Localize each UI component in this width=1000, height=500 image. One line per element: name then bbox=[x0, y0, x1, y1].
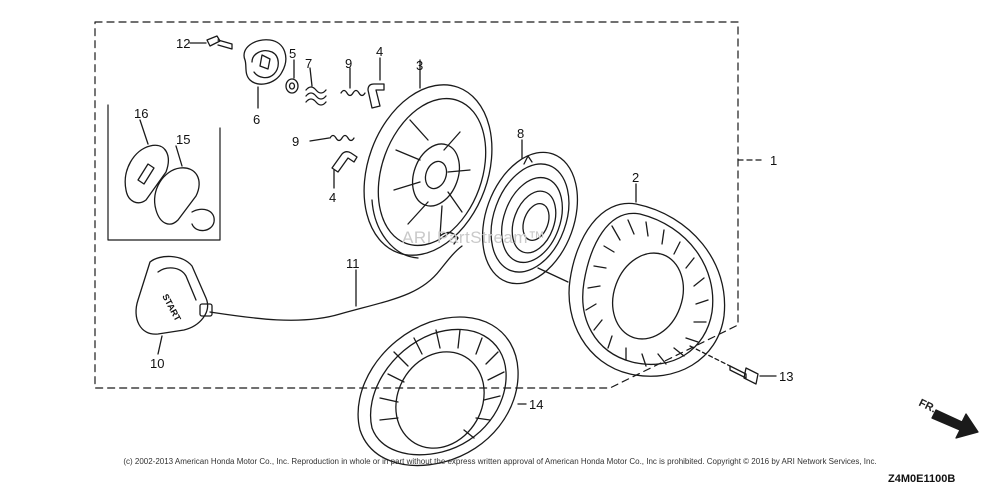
ratchet-6 bbox=[243, 39, 287, 109]
callout-12: 12 bbox=[176, 36, 190, 51]
spring-7 bbox=[305, 67, 327, 106]
callout-9-lower: 9 bbox=[292, 134, 299, 149]
callout-1: 1 bbox=[770, 153, 777, 168]
callout-6: 6 bbox=[253, 112, 260, 127]
callout-11: 11 bbox=[346, 256, 360, 271]
diagram-code: Z4M0E1100B bbox=[888, 473, 956, 485]
callout-13: 13 bbox=[779, 369, 793, 384]
callout-9-upper: 9 bbox=[345, 56, 352, 71]
fan-cover-14 bbox=[357, 316, 527, 467]
spiral-spring-8 bbox=[481, 139, 579, 285]
callout-8: 8 bbox=[517, 126, 524, 141]
callout-7: 7 bbox=[305, 56, 312, 71]
bolt-12 bbox=[189, 35, 233, 50]
callout-2: 2 bbox=[632, 170, 639, 185]
callout-14: 14 bbox=[529, 397, 543, 412]
arrow-right-down-icon bbox=[931, 409, 979, 439]
handle-inset-box bbox=[107, 104, 221, 241]
recoil-handle-10: START bbox=[135, 255, 213, 355]
callout-4-upper: 4 bbox=[376, 44, 383, 59]
watermark: ARI PartStream™ bbox=[402, 228, 546, 247]
callout-10: 10 bbox=[150, 356, 164, 371]
copyright-notice: (c) 2002-2013 American Honda Motor Co., … bbox=[123, 457, 877, 466]
callout-5: 5 bbox=[289, 46, 296, 61]
bolt-13 bbox=[689, 345, 777, 385]
grip-16 bbox=[124, 119, 169, 204]
spring-9-lower bbox=[309, 134, 355, 142]
starter-rope-11 bbox=[209, 231, 463, 321]
callout-16: 16 bbox=[134, 106, 148, 121]
callout-15: 15 bbox=[176, 132, 190, 147]
starter-case-2 bbox=[537, 183, 726, 377]
callout-3: 3 bbox=[416, 58, 423, 73]
washer-5 bbox=[285, 59, 299, 94]
spring-9-upper bbox=[340, 67, 366, 97]
callout-4-lower: 4 bbox=[329, 190, 336, 205]
hook-4-upper bbox=[367, 57, 385, 109]
grip-15 bbox=[154, 145, 215, 232]
reel-3 bbox=[363, 59, 493, 259]
hook-4-lower bbox=[331, 151, 358, 189]
handle-text: START bbox=[160, 292, 183, 323]
